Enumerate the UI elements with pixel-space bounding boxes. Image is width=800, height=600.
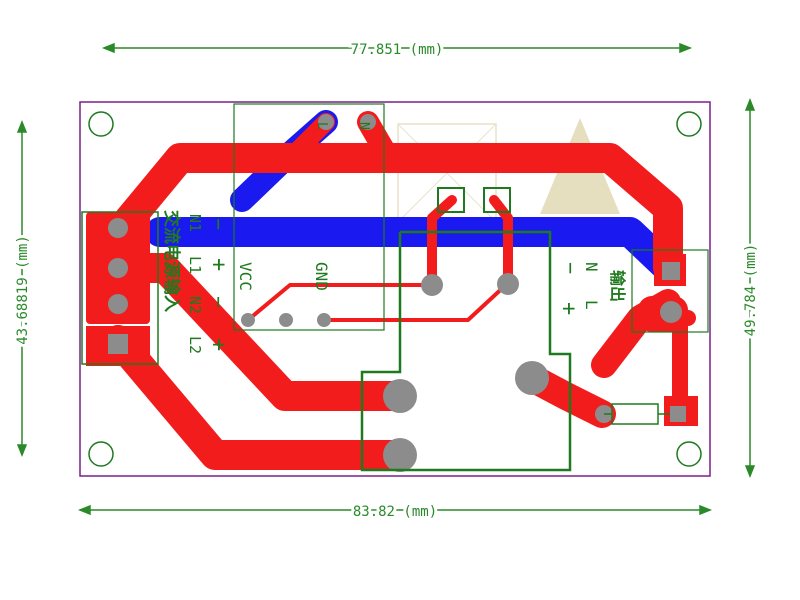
right-height-dimension: 49.784 (mm) xyxy=(743,244,759,337)
l2-label: L2 xyxy=(186,336,204,354)
plus-bottom-label: + xyxy=(206,338,231,351)
dimension-lines xyxy=(16,42,756,516)
minus-top-label: − xyxy=(207,218,231,230)
power-input-label: 交流电源输入 xyxy=(161,210,182,312)
board-outline xyxy=(79,101,711,477)
output-plus-label: + xyxy=(556,302,581,315)
vcc-label: VCC xyxy=(236,262,255,291)
pin-n-label: N xyxy=(356,122,371,130)
output-minus-label: − xyxy=(559,262,583,274)
silkscreen-outlines xyxy=(81,103,709,472)
minus-bottom-label: − xyxy=(207,296,231,308)
left-height-dimension: 43.68819 (mm) xyxy=(15,235,31,345)
n2-label: N2 xyxy=(186,296,204,314)
top-width-dimension: 77.851 (mm) xyxy=(351,42,444,58)
pin-l-label: L xyxy=(314,122,329,130)
l1-label: L1 xyxy=(186,256,204,274)
gnd-label: GND xyxy=(312,262,331,291)
component-pads xyxy=(108,114,686,472)
plus-top-label: + xyxy=(206,258,231,271)
output-n-label: N xyxy=(582,262,601,272)
output-label: 输出 xyxy=(608,270,627,302)
n1-label: N1 xyxy=(186,214,204,232)
mounting-holes xyxy=(88,111,702,467)
bottom-width-dimension: 83.82 (mm) xyxy=(353,504,437,520)
output-l-label: L xyxy=(582,300,601,310)
